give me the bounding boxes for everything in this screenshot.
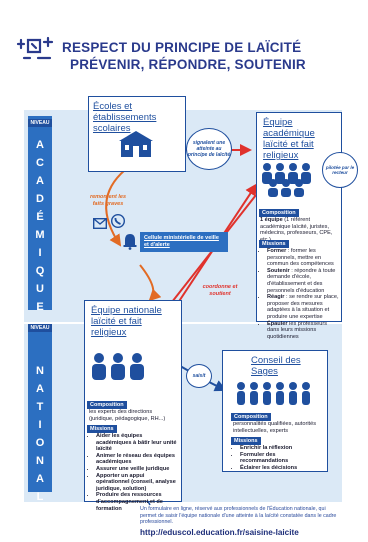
cellule-box: Cellule ministérielle de veille et d'ale… bbox=[140, 232, 228, 252]
composition-tag: Composition bbox=[231, 413, 271, 421]
mission-item: Éclairer les décisions bbox=[240, 465, 325, 472]
mission-item: Réagir : se rendre sur place, proposer d… bbox=[267, 294, 339, 320]
equipe-academique-title: Équipe académique laïcité et fait religi… bbox=[263, 117, 315, 161]
academique-letters: A C A D É M I Q U E bbox=[35, 139, 45, 313]
niveau-tag: NIVEAU bbox=[28, 324, 52, 332]
niveau-tag: NIVEAU bbox=[28, 119, 52, 127]
coordonne-label: coordonne et soutient bbox=[202, 284, 238, 297]
mission-item: Animer le réseau des équipes académiques bbox=[96, 453, 177, 466]
people-icon bbox=[89, 351, 147, 386]
equipe-nationale-box: Équipe nationale laïcité et fait religie… bbox=[84, 300, 182, 512]
national-letters: N A T I O N A L bbox=[35, 365, 45, 503]
national-rail bbox=[28, 330, 52, 492]
pilotee-bubble: pilotée par le recteur bbox=[322, 152, 358, 188]
mission-item: Produire des ressources d'accompagnement… bbox=[96, 492, 177, 512]
mail-icon bbox=[92, 216, 108, 234]
signalent-bubble: signalent une atteinte au principe de la… bbox=[186, 128, 232, 170]
school-icon bbox=[119, 131, 153, 164]
page-subtitle: PRÉVENIR, RÉPONDRE, SOUTENIR bbox=[70, 57, 306, 72]
arrow-cellule bbox=[139, 264, 162, 302]
missions-tag: Missions bbox=[259, 240, 289, 248]
academique-rail bbox=[28, 116, 52, 310]
saisit-bubble: saisit bbox=[186, 364, 212, 388]
conseil-sages-title: Conseil des Sages bbox=[251, 355, 301, 377]
remontent-label: remontent les faits graves bbox=[89, 194, 127, 207]
missions-tag: Missions bbox=[231, 437, 261, 445]
mission-item: Assurer une veille juridique bbox=[96, 466, 177, 473]
mission-item: Aider les équipes académiques à bâtir le… bbox=[96, 433, 177, 453]
mission-item: Enrichir la réflexion bbox=[240, 445, 325, 452]
people-icon bbox=[235, 381, 315, 412]
arrow-remontent bbox=[105, 169, 126, 247]
people-icon bbox=[259, 161, 313, 202]
saisine-link[interactable]: http://eduscol.education.fr/saisine-laic… bbox=[140, 528, 299, 537]
equipe-nationale-title: Équipe nationale laïcité et fait religie… bbox=[91, 305, 162, 338]
composition-text: 1 équipe (1 référent académique laïcité,… bbox=[260, 217, 333, 243]
footer-text: Un formulaire en ligne, réservé aux prof… bbox=[140, 506, 337, 525]
mission-item: Soutenir : répondre à toute demande d'éc… bbox=[267, 268, 339, 294]
equipe-academique-box: Équipe académique laïcité et fait religi… bbox=[256, 112, 342, 340]
bell-icon bbox=[122, 232, 138, 255]
mission-item: Formuler des recommandations bbox=[240, 452, 325, 465]
mission-item: Former : former les personnels, mettre e… bbox=[267, 248, 339, 268]
missions-tag: Missions bbox=[87, 425, 117, 433]
conseil-sages-box: Conseil des Sages Composition personnali… bbox=[222, 350, 328, 472]
cellule-label: Cellule ministérielle de veille et d'ale… bbox=[144, 235, 219, 248]
ecoles-title: Écoles et établissements scolaires bbox=[93, 101, 157, 134]
phone-icon bbox=[110, 213, 126, 233]
page-title: RESPECT DU PRINCIPE DE LAÏCITÉ bbox=[62, 40, 302, 55]
mission-item: Épauler les professeurs dans leurs missi… bbox=[267, 321, 339, 341]
composition-tag: Composition bbox=[259, 209, 299, 217]
logo-icon bbox=[14, 34, 56, 70]
mission-item: Apporter un appui opérationnel (conseil,… bbox=[96, 473, 177, 493]
missions-list: Enrichir la réflexion Formuler des recom… bbox=[233, 445, 325, 471]
composition-text: les experts des directions (juridique, p… bbox=[89, 409, 166, 422]
composition-text: personnalités qualifiées, autorités inte… bbox=[233, 421, 317, 434]
ecoles-box: Écoles et établissements scolaires bbox=[88, 96, 186, 172]
missions-list: Former : former les personnels, mettre e… bbox=[260, 248, 339, 340]
composition-tag: Composition bbox=[87, 401, 127, 409]
missions-list: Aider les équipes académiques à bâtir le… bbox=[89, 433, 177, 512]
